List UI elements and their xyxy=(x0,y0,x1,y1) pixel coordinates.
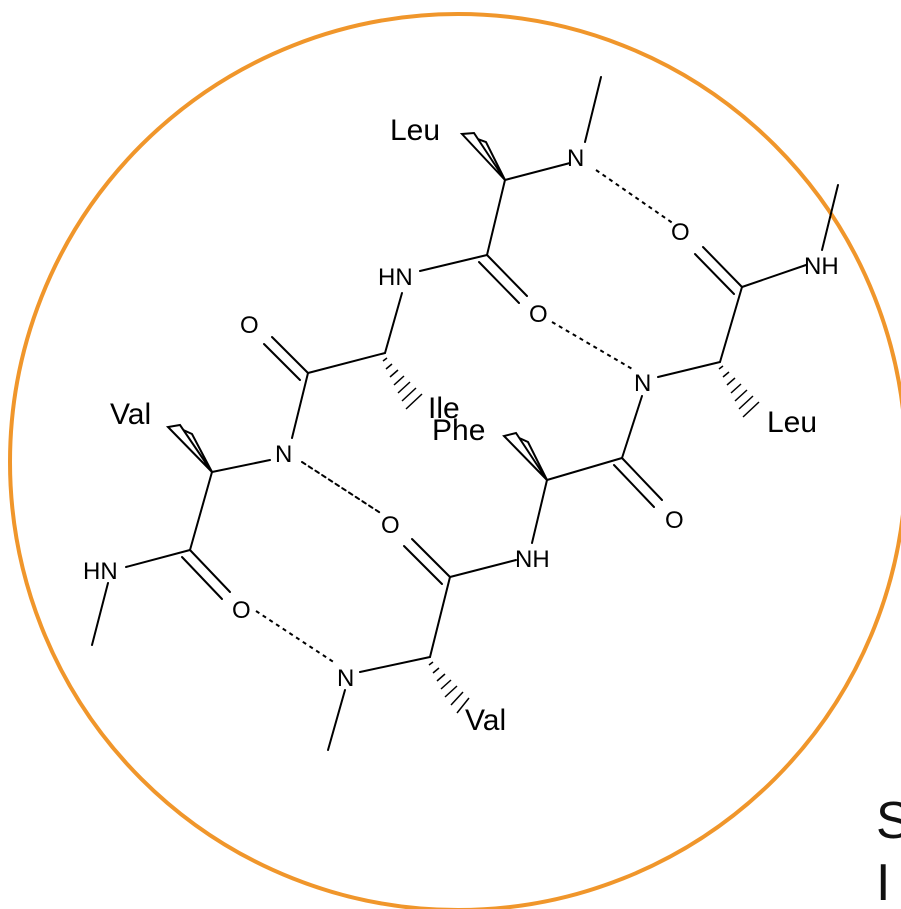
atom-hn-left: HN xyxy=(83,558,118,585)
atom-n-top: N xyxy=(567,145,584,172)
atom-n-mid-right: N xyxy=(634,370,651,397)
cropped-text-line-2: I xyxy=(876,854,891,909)
wedge-leu-top xyxy=(459,131,506,181)
hashed-bonds xyxy=(382,357,760,714)
atom-o-upper-left: O xyxy=(240,312,259,339)
atom-n-mid-left: N xyxy=(275,441,292,468)
residue-val-left: Val xyxy=(110,398,151,431)
residue-ile: Ile xyxy=(428,392,460,425)
atom-labels: N O NH HN O O N N O O NH HN O N xyxy=(83,145,839,692)
atom-o-right-low: O xyxy=(665,507,684,534)
atom-n-bottom: N xyxy=(337,665,354,692)
residue-labels: Leu Ile Phe Leu Val Val xyxy=(110,114,817,737)
atom-nh-mid: NH xyxy=(515,546,550,573)
residue-leu-right: Leu xyxy=(767,406,817,439)
wedge-val-left xyxy=(165,423,213,473)
atom-o-left-low: O xyxy=(232,597,251,624)
hash-val-bottom xyxy=(428,661,470,714)
cropped-text-line-1: S xyxy=(876,792,901,850)
ring-outline xyxy=(8,12,901,909)
wedge-phe xyxy=(502,431,548,481)
residue-leu-top: Leu xyxy=(390,114,440,147)
wedge-bonds xyxy=(165,131,548,481)
hydrogen-bonds xyxy=(255,169,675,664)
hash-ile xyxy=(382,357,423,410)
atom-o-upper-mid: O xyxy=(529,301,548,328)
atom-o-top-right: O xyxy=(671,219,690,246)
hash-leu-right xyxy=(718,365,760,418)
residue-phe: Phe xyxy=(432,414,485,447)
atom-o-mid: O xyxy=(381,512,400,539)
atom-hn-upper: HN xyxy=(378,264,413,291)
cropped-edge-text: S I xyxy=(876,790,901,909)
atom-nh-top-right: NH xyxy=(804,253,839,280)
residue-val-bottom: Val xyxy=(465,704,506,737)
backbone-bonds xyxy=(91,76,839,751)
